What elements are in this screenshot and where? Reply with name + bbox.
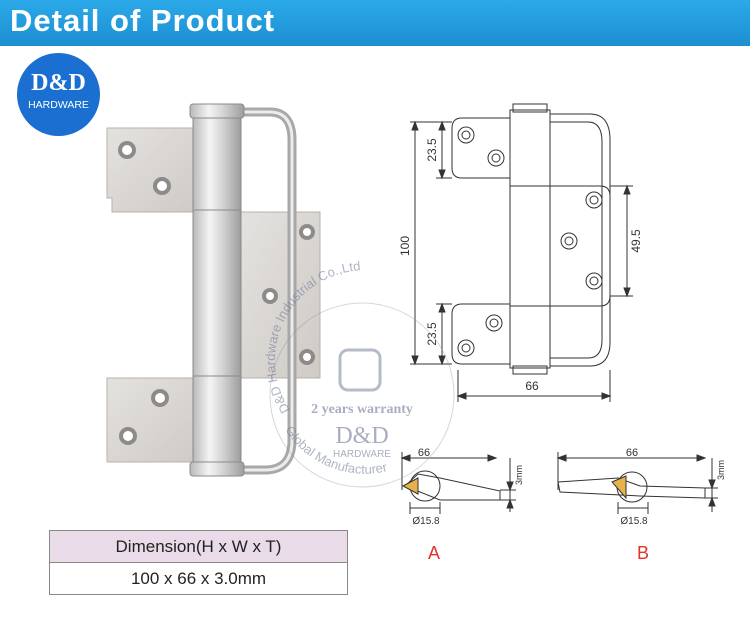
detail-b-thickness: 3mm <box>716 460 726 480</box>
watermark-sub: HARDWARE <box>333 449 391 460</box>
logo-sub-text: HARDWARE <box>28 99 89 111</box>
dim-mid-leaf-label: 49.5 <box>629 229 643 253</box>
dim-width-label: 66 <box>525 379 539 393</box>
header-banner: Detail of Product <box>0 0 750 46</box>
detail-a-width: 66 <box>418 447 430 459</box>
hinge-photo <box>106 103 321 477</box>
svg-text:D&D Hardware Industrial Co.,Lt: D&D Hardware Industrial Co.,Ltd <box>263 258 361 416</box>
dim-top-leaf-label: 23.5 <box>425 138 439 162</box>
dim-bottom-leaf-label: 23.5 <box>425 322 439 346</box>
detail-a-thickness: 3mm <box>514 465 524 485</box>
watermark-main: D&D <box>335 423 388 449</box>
watermark-arc-top: D&D Hardware Industrial Co.,Ltd <box>263 258 361 416</box>
dimension-table: Dimension(H x W x T) 100 x 66 x 3.0mm <box>49 530 348 595</box>
detail-b-diameter: Ø15.8 <box>620 516 648 527</box>
dimension-value: 100 x 66 x 3.0mm <box>49 562 348 595</box>
detail-b-label: B <box>637 543 650 563</box>
page-title: Detail of Product <box>10 3 276 38</box>
dim-height-label: 100 <box>398 236 412 256</box>
detail-b-width: 66 <box>626 447 638 459</box>
brand-logo: D&D HARDWARE <box>17 53 100 136</box>
logo-main-text: D&D <box>31 70 86 96</box>
detail-a-diameter: Ø15.8 <box>412 516 440 527</box>
detail-a-label: A <box>428 543 441 563</box>
dimension-header: Dimension(H x W x T) <box>49 530 348 563</box>
watermark-warranty: 2 years warranty <box>311 402 413 417</box>
